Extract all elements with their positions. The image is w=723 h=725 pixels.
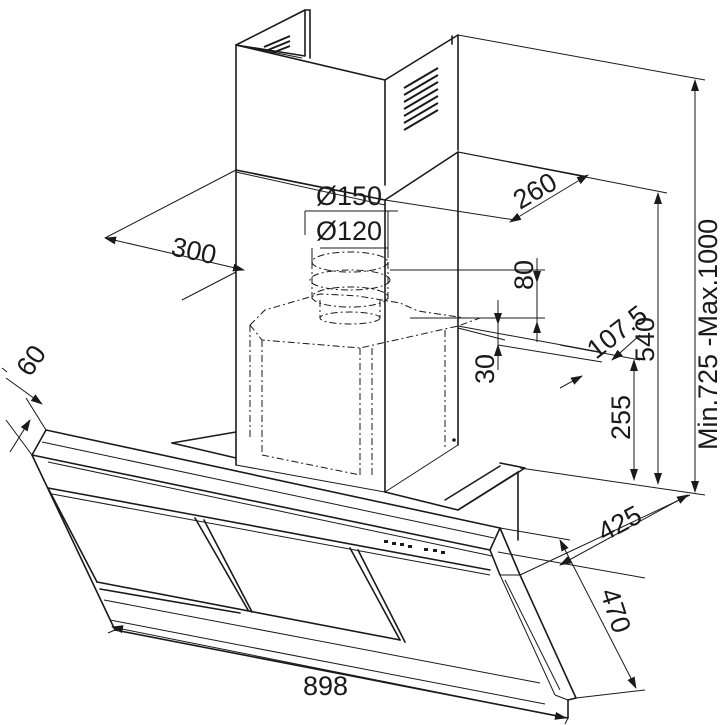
vent-slots-left (263, 35, 291, 54)
label-outlet-inner: Ø120 (316, 216, 382, 246)
label-glass-depth: 470 (594, 585, 636, 637)
label-bracket-height: 255 (606, 395, 636, 440)
dimension-labels: 300 Ø150 Ø120 260 80 30 107.5 255 540 Mi… (10, 167, 723, 701)
label-outlet-outer: Ø150 (316, 181, 382, 211)
label-total-height: Min.725 -Max.1000 (693, 219, 723, 450)
hidden-motor-box (249, 293, 481, 478)
outlet-collar (309, 251, 391, 325)
label-outlet-offset: 30 (470, 354, 500, 384)
label-canopy-depth: 425 (593, 500, 647, 548)
dimension-lines (1, 34, 706, 725)
chimney-upper-section (235, 9, 459, 186)
label-canopy-thickness: 60 (10, 340, 52, 382)
label-chimney-width: 260 (508, 167, 562, 216)
label-outlet-height: 80 (509, 260, 539, 290)
label-chimney-depth: 300 (169, 232, 219, 271)
wall-bracket (171, 431, 526, 541)
label-lower-height: 540 (630, 317, 660, 362)
label-canopy-width: 898 (303, 671, 348, 701)
vent-slots-right (403, 67, 439, 131)
control-panel-buttons (384, 540, 445, 554)
